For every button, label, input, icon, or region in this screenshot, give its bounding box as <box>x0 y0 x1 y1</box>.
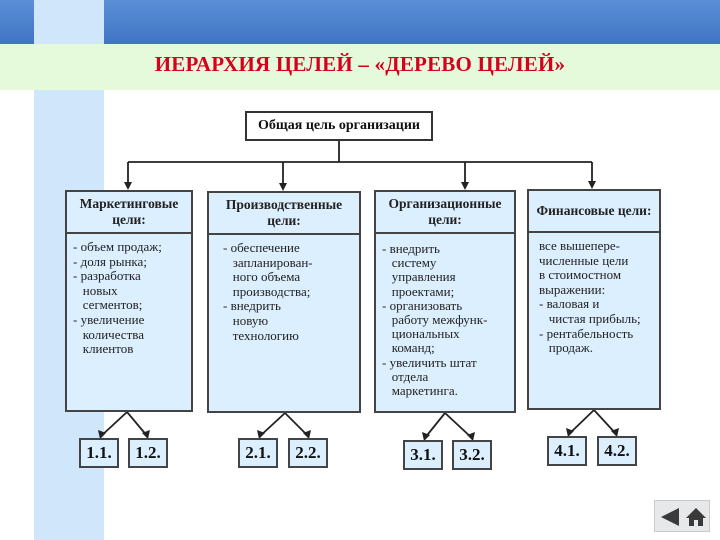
marketing-goals-box: Маркетинговые цели: - объем продаж; - до… <box>65 190 193 412</box>
slide-nav <box>654 500 710 532</box>
production-goals-list: - обеспечение запланирован- ного объема … <box>223 240 313 343</box>
production-goals-box: Производственные цели: - обеспечение зап… <box>207 191 361 413</box>
top-band <box>0 0 720 44</box>
organizational-goals-box: Организационные цели: - внедрить систему… <box>374 190 516 413</box>
arrow-left-icon <box>661 508 679 526</box>
home-button[interactable] <box>685 506 707 528</box>
marketing-goals-list: - объем продаж; - доля рынка; - разработ… <box>73 239 162 357</box>
title-band <box>0 44 720 90</box>
organizational-goals-list: - внедрить систему управления проектами;… <box>382 241 488 399</box>
marketing-goals-heading: Маркетинговые цели: <box>67 192 191 234</box>
financial-goals-heading: Финансовые цели: <box>529 191 659 233</box>
leaf-node: 1.2. <box>128 438 168 468</box>
home-icon <box>686 508 706 526</box>
leaf-node: 3.2. <box>452 440 492 470</box>
organizational-goals-heading: Организационные цели: <box>376 192 514 234</box>
production-goals-heading: Производственные цели: <box>209 193 359 235</box>
financial-goals-box: Финансовые цели: все вышепере- численные… <box>527 189 661 410</box>
leaf-node: 1.1. <box>79 438 119 468</box>
back-button[interactable] <box>659 506 681 528</box>
leaf-node: 4.1. <box>547 436 587 466</box>
leaf-node: 3.1. <box>403 440 443 470</box>
leaf-node: 2.2. <box>288 438 328 468</box>
slide-title: ИЕРАРХИЯ ЦЕЛЕЙ – «ДЕРЕВО ЦЕЛЕЙ» <box>154 52 566 76</box>
financial-goals-list: все вышепере- численные цели в стоимостн… <box>539 238 641 356</box>
root-goal-box: Общая цель организации <box>245 111 433 141</box>
leaf-node: 2.1. <box>238 438 278 468</box>
leaf-node: 4.2. <box>597 436 637 466</box>
